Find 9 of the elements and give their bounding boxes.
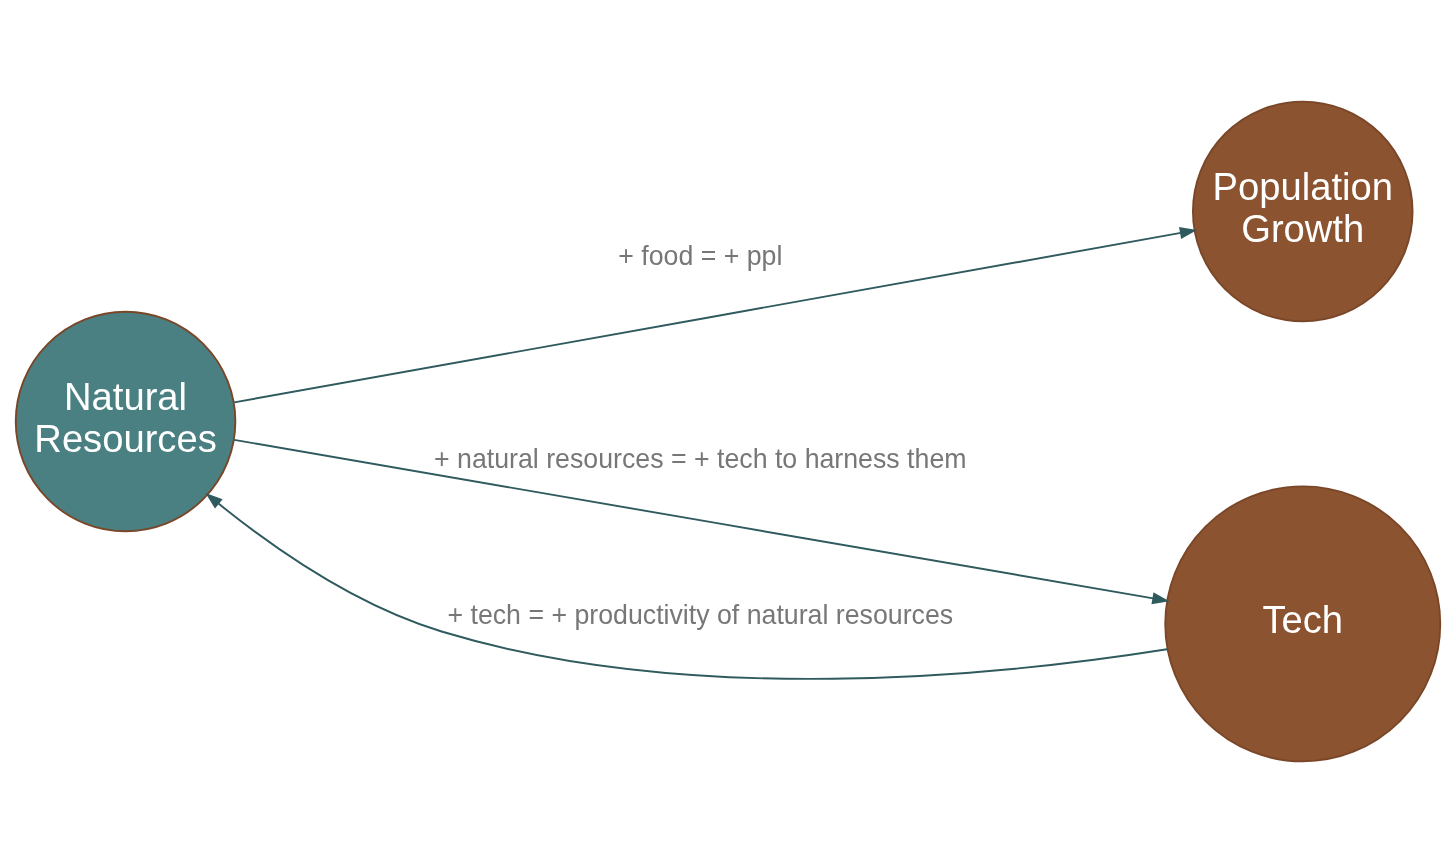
node-circle: Natural Resources xyxy=(14,310,237,532)
node-circle: Tech xyxy=(1164,484,1442,762)
arrow xyxy=(233,226,1197,403)
arrow xyxy=(205,492,1169,680)
edge-label: + tech = + productivity of natural resources xyxy=(447,599,954,630)
node-circle: Population Growth xyxy=(1192,100,1414,322)
edge-label: + food = + ppl xyxy=(618,240,783,271)
arrow xyxy=(233,438,1170,604)
edge-label: + natural resources = + tech to harness them xyxy=(434,443,967,474)
